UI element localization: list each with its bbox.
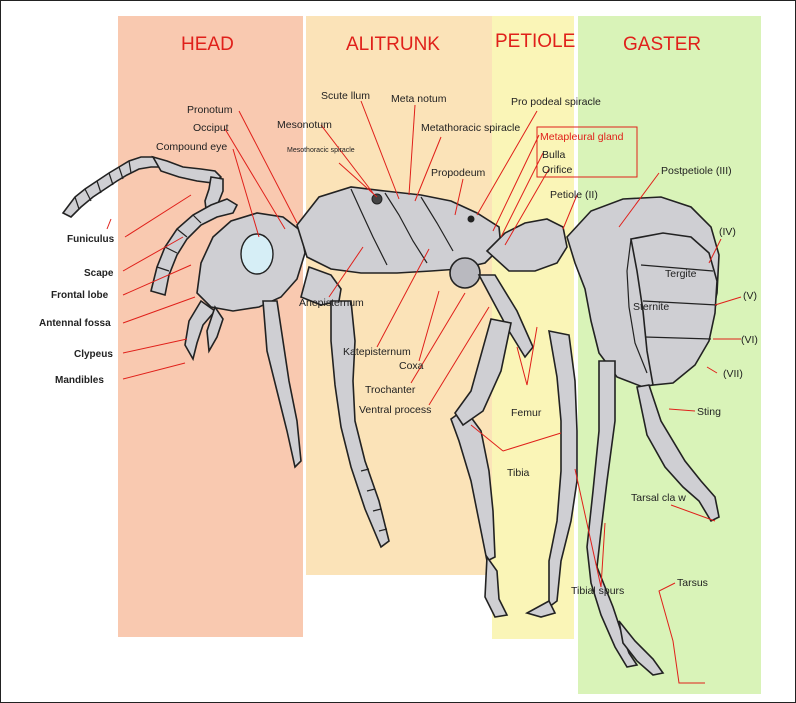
label-tarsus: Tarsus bbox=[677, 577, 708, 589]
label-tarsal-claw: Tarsal cla w bbox=[631, 492, 686, 504]
label-pronotum: Pronotum bbox=[187, 104, 233, 116]
label-sternite: Sternite bbox=[633, 301, 669, 313]
compound-eye-shape bbox=[241, 234, 273, 274]
label-left-1: Funiculus bbox=[67, 234, 115, 245]
alitrunk-title: ALITRUNK bbox=[346, 34, 440, 55]
label-metapleural-gland: Metapleural gland bbox=[540, 131, 624, 143]
label-sting: Sting bbox=[697, 406, 721, 418]
label-metanotum: Meta notum bbox=[391, 93, 447, 105]
label-left-6: Mandibles bbox=[55, 375, 104, 386]
label-scutellum: Scute llum bbox=[321, 90, 370, 102]
gaster-title: GASTER bbox=[623, 34, 701, 55]
label-tergite: Tergite bbox=[665, 268, 697, 280]
label-seg-v: (V) bbox=[743, 290, 757, 302]
label-coxa: Coxa bbox=[399, 360, 424, 372]
label-propodeum: Propodeum bbox=[431, 167, 486, 179]
label-compound-eye: Compound eye bbox=[156, 141, 227, 153]
label-trochanter: Trochanter bbox=[365, 384, 416, 396]
label-propodeal-spiracle: Pro podeal spiracle bbox=[511, 96, 601, 108]
label-left-4: Antennal fossa bbox=[39, 318, 111, 329]
label-mesothoracic-spiracle: Mesothoracic spiracle bbox=[287, 147, 355, 154]
label-postpetiole-iii: Postpetiole (III) bbox=[661, 165, 732, 177]
label-metathoracic-spiracle: Metathoracic spiracle bbox=[421, 122, 520, 134]
label-femur: Femur bbox=[511, 407, 542, 419]
label-bulla: Bulla bbox=[542, 149, 566, 161]
label-orifice: Orifice bbox=[542, 164, 572, 176]
label-left-3: Frontal lobe bbox=[51, 290, 109, 301]
head-title: HEAD bbox=[181, 34, 234, 55]
label-seg-vii: (VII) bbox=[723, 368, 743, 380]
label-ventral-process: Ventral process bbox=[359, 404, 431, 416]
label-katepisternum: Katepisternum bbox=[343, 346, 411, 358]
label-mesonotum: Mesonotum bbox=[277, 119, 332, 131]
label-petiole-ii: Petiole (II) bbox=[550, 189, 598, 201]
label-left-5: Clypeus bbox=[74, 349, 113, 360]
label-tibia: Tibia bbox=[507, 467, 530, 479]
label-left-2: Scape bbox=[84, 268, 114, 279]
label-anepisternum: Anepisternum bbox=[299, 297, 364, 309]
label-tibial-spurs: Tibial spurs bbox=[571, 585, 624, 597]
label-seg-vi: (VI) bbox=[741, 334, 758, 346]
label-seg-iv: (IV) bbox=[719, 226, 736, 238]
label-occiput: Occiput bbox=[193, 122, 229, 134]
petiole-title: PETIOLE bbox=[495, 31, 575, 52]
